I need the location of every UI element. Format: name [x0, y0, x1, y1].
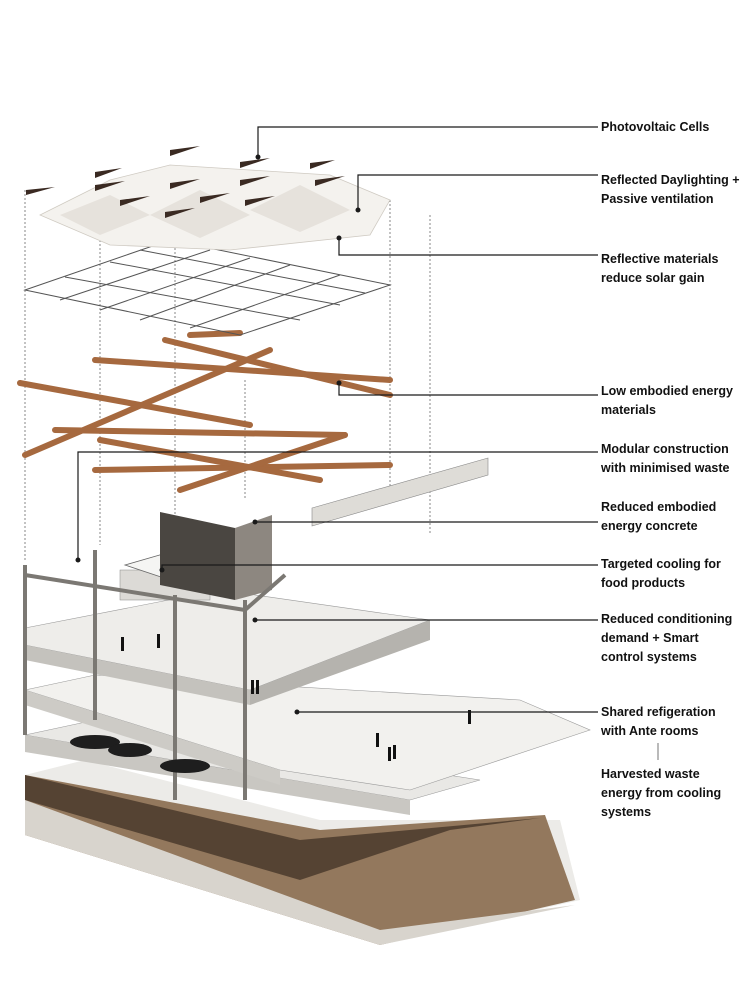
label-cooling: Targeted cooling for food products: [601, 557, 721, 590]
terrain: [25, 760, 580, 945]
structural-frame: [23, 550, 287, 800]
concrete-wall-piece: [311, 457, 489, 527]
label-daylighting: Reflected Daylighting + Passive ventilat…: [601, 173, 740, 206]
leader-dots: [75, 154, 361, 715]
people-figures: [121, 634, 471, 761]
label-refrigeration: Shared refigeration with Ante rooms: [601, 705, 716, 738]
building-floors: [23, 512, 591, 815]
guide-lines: [24, 190, 431, 560]
label-modular: Modular construction with minimised wast…: [601, 442, 730, 475]
leader-lines: [77, 126, 659, 760]
label-harvested: Harvested waste energy from cooling syst…: [601, 767, 722, 819]
label-concrete: Reduced embodied energy concrete: [601, 500, 717, 533]
parking-cars: [70, 735, 210, 773]
label-low-embodied: Low embodied energy materials: [601, 384, 733, 417]
timber-beams: [17, 330, 393, 493]
photovoltaic-panels: [26, 146, 345, 218]
label-photovoltaic: Photovoltaic Cells: [601, 120, 710, 134]
reflective-grid: [23, 239, 392, 336]
label-reflective: Reflective materials reduce solar gain: [601, 252, 719, 285]
label-conditioning: Reduced conditioning demand + Smart cont…: [601, 612, 733, 664]
roof-canopy: [39, 164, 391, 251]
